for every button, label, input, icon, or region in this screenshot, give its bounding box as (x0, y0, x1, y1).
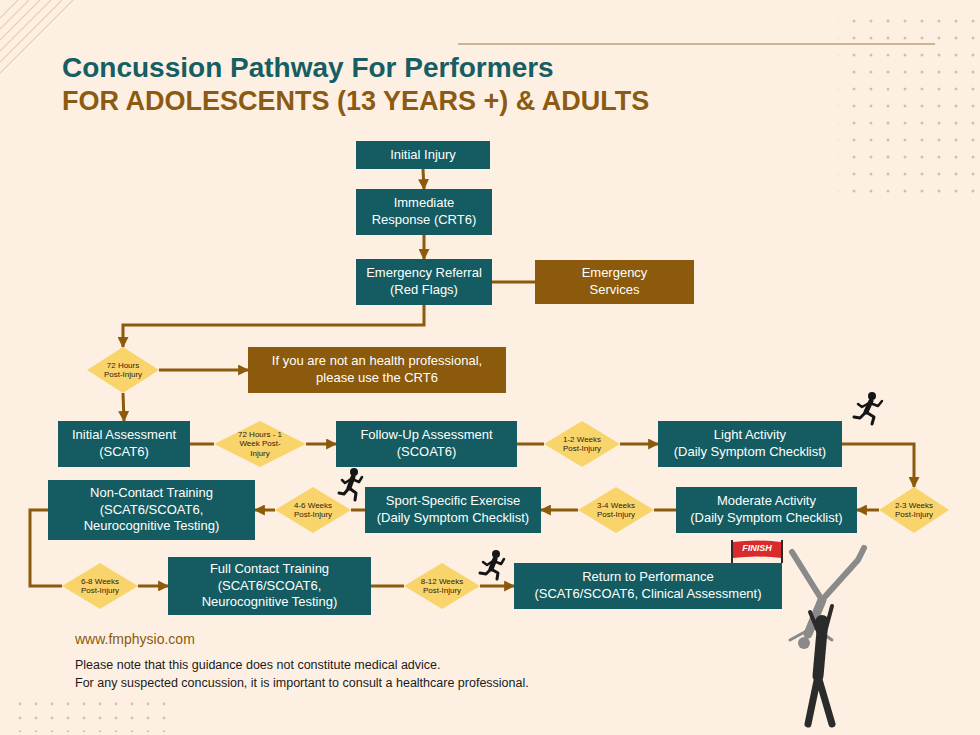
box-label: Non-Contact Training (90, 485, 213, 502)
subtitle: FOR ADOLESCENTS (13 YEARS +) & ADULTS (62, 86, 649, 117)
process-box: Initial Assessment(SCAT6) (58, 421, 190, 467)
runner-icon (854, 392, 882, 424)
timeframe-label: 1-2 Weeks Post-Injury (560, 435, 604, 453)
disclaimer-note: Please note that this guidance does not … (75, 658, 441, 672)
box-label: (Daily Symptom Checklist) (377, 510, 529, 527)
box-label: Immediate Response (CRT6) (365, 195, 483, 229)
dancers-illustration (790, 548, 864, 724)
timeframe-label: 3-4 Weeks Post-Injury (594, 501, 638, 519)
process-box: Immediate Response (CRT6) (356, 189, 492, 235)
flow-connector (423, 169, 424, 189)
flow-connector (190, 443, 214, 446)
box-label: Return to Performance (582, 569, 714, 586)
process-box: Light Activity(Daily Symptom Checklist) (658, 421, 842, 467)
finish-label: FINISH (733, 543, 781, 553)
finish-banner (732, 540, 782, 563)
box-label: (Daily Symptom Checklist) (690, 510, 842, 527)
box-label: (SCAT6) (99, 444, 149, 461)
flow-connector (123, 305, 424, 347)
dot-grid (838, 8, 978, 193)
flow-connector (654, 509, 676, 512)
process-box: Non-Contact Training(SCAT6/SCOAT6, Neuro… (48, 480, 255, 540)
decision-diamond: 72 Hours - 1 Week Post-Injury (214, 421, 306, 467)
box-label: (SCAT6/SCOAT6, Clinical Assessment) (534, 586, 761, 603)
flow-connector (842, 444, 914, 487)
runner-icon (339, 468, 362, 500)
box-label: Moderate Activity (717, 493, 816, 510)
rule-line (458, 43, 935, 44)
runner-icon (480, 550, 504, 579)
flow-connector (306, 443, 336, 446)
box-label: Follow-Up Assessment (360, 427, 492, 444)
box-label: (SCAT6/SCOAT6, Neurocognitive Testing) (55, 502, 248, 536)
flow-connector (138, 584, 168, 587)
box-label: (Daily Symptom Checklist) (674, 444, 826, 461)
timeframe-label: 72 Hours Post-Injury (103, 361, 143, 379)
process-box: Initial Injury (356, 141, 490, 169)
decision-diamond: 4-6 Weeks Post-Injury (275, 487, 351, 533)
flow-connector (123, 393, 124, 421)
process-box: Sport-Specific Exercise(Daily Symptom Ch… (365, 487, 541, 533)
process-box: Return to Performance(SCAT6/SCOAT6, Clin… (514, 563, 782, 609)
flow-connector (351, 509, 365, 512)
flow-connector (480, 585, 514, 588)
timeframe-label: 2-3 Weeks Post-Injury (893, 501, 935, 519)
box-label: Emergency Services (567, 265, 662, 299)
process-box: Follow-Up Assessment(SCOAT6) (336, 421, 517, 467)
note-box: If you are not an health professional, p… (248, 347, 506, 393)
box-label: Emergency Referral (366, 265, 482, 282)
box-label: Sport-Specific Exercise (386, 493, 520, 510)
box-label: Light Activity (714, 427, 786, 444)
timeframe-label: 8-12 Weeks Post-Injury (419, 577, 465, 595)
disclaimer-note: For any suspected concussion, it is impo… (75, 676, 529, 690)
flow-connector (541, 509, 578, 512)
box-label: (Red Flags) (390, 282, 458, 299)
process-box: Full Contact Training(SCAT6/SCOAT6, Neur… (168, 557, 371, 616)
process-box: Emergency Referral(Red Flags) (356, 259, 492, 305)
title: Concussion Pathway For Performers (62, 52, 554, 84)
flow-connector (255, 509, 275, 512)
website-url: www.fmphysio.com (75, 631, 195, 647)
flow-connector (857, 509, 879, 512)
decision-diamond: 72 Hours Post-Injury (87, 347, 159, 393)
flow-connector (371, 584, 404, 587)
timeframe-label: 72 Hours - 1 Week Post-Injury (236, 430, 284, 458)
dot-grid (6, 702, 176, 732)
flow-connector (492, 281, 535, 284)
box-label: Full Contact Training (210, 561, 329, 578)
decision-diamond: 6-8 Weeks Post-Injury (62, 563, 138, 609)
flow-connector (159, 369, 248, 372)
decision-diamond: 2-3 Weeks Post-Injury (879, 487, 949, 533)
process-box: Moderate Activity(Daily Symptom Checklis… (676, 487, 857, 533)
decision-diamond: 8-12 Weeks Post-Injury (404, 563, 480, 609)
box-label: Initial Injury (390, 147, 456, 164)
decision-diamond: 1-2 Weeks Post-Injury (544, 421, 620, 467)
box-label: (SCAT6/SCOAT6, Neurocognitive Testing) (175, 578, 364, 612)
box-label: (SCOAT6) (397, 444, 457, 461)
decision-diamond: 3-4 Weeks Post-Injury (578, 487, 654, 533)
timeframe-label: 6-8 Weeks Post-Injury (78, 577, 122, 595)
box-label: Initial Assessment (72, 427, 176, 444)
box-label: If you are not an health professional, p… (255, 353, 499, 387)
flow-connector (517, 443, 544, 446)
note-box: Emergency Services (535, 260, 694, 304)
flow-connector (423, 235, 426, 259)
timeframe-label: 4-6 Weeks Post-Injury (291, 501, 335, 519)
flow-connector (620, 443, 658, 446)
